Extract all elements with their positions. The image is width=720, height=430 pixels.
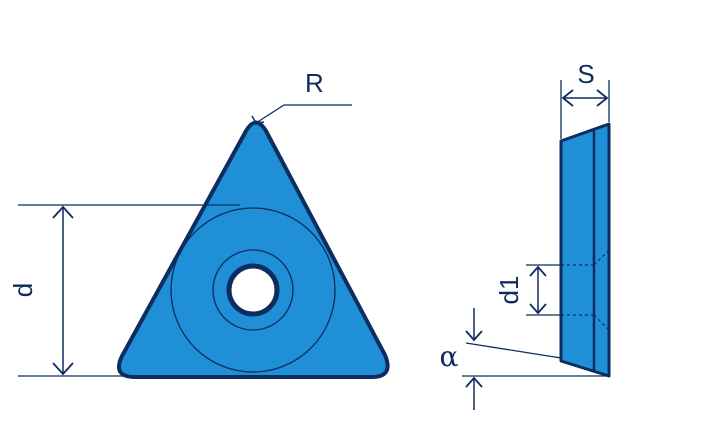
s-arrow-left bbox=[561, 89, 574, 107]
s-arrow-right bbox=[596, 89, 609, 107]
center-hole bbox=[226, 263, 280, 317]
alpha-arrow-upper-head bbox=[465, 330, 483, 342]
insert-side-view bbox=[559, 122, 611, 378]
d-arrow-top bbox=[52, 205, 74, 219]
side-view-body bbox=[559, 122, 611, 378]
d1-arrow-top bbox=[529, 265, 547, 277]
radius-callout: R bbox=[251, 68, 352, 124]
alpha-arrow-lower-head bbox=[465, 376, 483, 388]
d-label: d bbox=[8, 283, 38, 297]
d1-label: d1 bbox=[494, 276, 524, 305]
d1-arrow-bottom bbox=[529, 303, 547, 315]
clearance-angle-dimension: α bbox=[440, 308, 609, 410]
radius-leader-line bbox=[255, 104, 352, 124]
d-arrow-bottom bbox=[52, 362, 74, 376]
insert-top-view bbox=[117, 120, 390, 379]
alpha-flank-line bbox=[465, 342, 562, 359]
radius-arrowhead bbox=[251, 115, 265, 124]
hole-diameter-dimension: d1 bbox=[494, 264, 561, 316]
inscribed-circle bbox=[170, 207, 336, 373]
thickness-dimension: S bbox=[560, 59, 610, 139]
inscribed-diameter-dimension: d bbox=[8, 204, 240, 377]
radius-label: R bbox=[305, 68, 324, 98]
hole-counterbore-circle bbox=[212, 249, 294, 331]
alpha-label: α bbox=[440, 340, 459, 373]
s-label: S bbox=[577, 59, 594, 89]
